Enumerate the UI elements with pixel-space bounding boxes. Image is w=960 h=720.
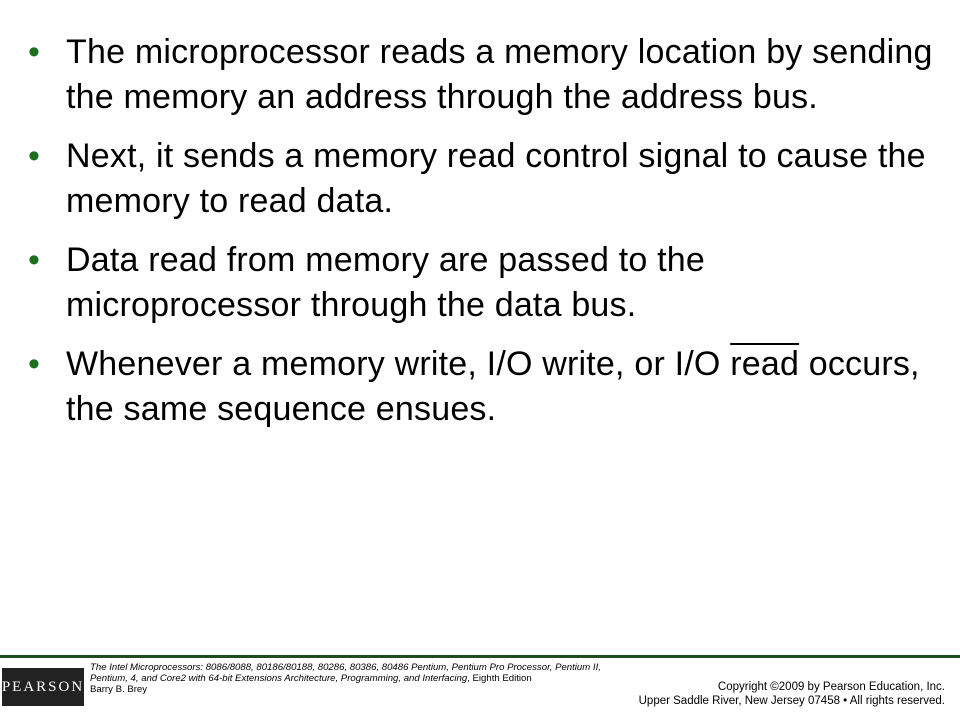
bullet-dot-icon: • — [28, 241, 40, 279]
footer-divider — [0, 655, 960, 658]
bullet-dot-icon: • — [28, 137, 40, 175]
bullet-text: The microprocessor reads a memory locati… — [66, 33, 933, 116]
bullet-item: • Whenever a memory write, I/O write, or… — [28, 342, 938, 432]
bullet-dot-icon: • — [28, 33, 40, 71]
copyright-notice: Copyright ©2009 by Pearson Education, In… — [639, 680, 945, 708]
bullet-list: • The microprocessor reads a memory loca… — [28, 30, 938, 446]
pearson-logo: PEARSON — [2, 668, 84, 706]
book-title-series: 8086/8088, 80186/80188, 80286, 80386, 80… — [90, 662, 601, 685]
book-citation: The Intel Microprocessors: 8086/8088, 80… — [90, 662, 610, 696]
bullet-dot-icon: • — [28, 345, 40, 383]
bullet-item: • The microprocessor reads a memory loca… — [28, 30, 938, 120]
active-low-read-signal: read — [730, 345, 800, 383]
bullet-text: Next, it sends a memory read control sig… — [66, 137, 926, 220]
bullet-item: • Data read from memory are passed to th… — [28, 238, 938, 328]
copyright-line-1: Copyright ©2009 by Pearson Education, In… — [717, 681, 945, 693]
bullet-text-suffix: occurs, the same sequence ensues. — [66, 345, 920, 428]
bullet-text: Data read from memory are passed to the … — [66, 241, 705, 324]
book-edition: , Eighth Edition — [467, 673, 532, 685]
book-author: Barry B. Brey — [90, 684, 148, 696]
bullet-item: • Next, it sends a memory read control s… — [28, 134, 938, 224]
book-title-lead: The Intel Microprocessors: — [90, 662, 206, 673]
bullet-text-prefix: Whenever a memory write, I/O write, or I… — [66, 345, 731, 383]
bullet-text: Whenever a memory write, I/O write, or I… — [66, 345, 920, 428]
copyright-line-2: Upper Saddle River, New Jersey 07458 • A… — [638, 695, 945, 707]
